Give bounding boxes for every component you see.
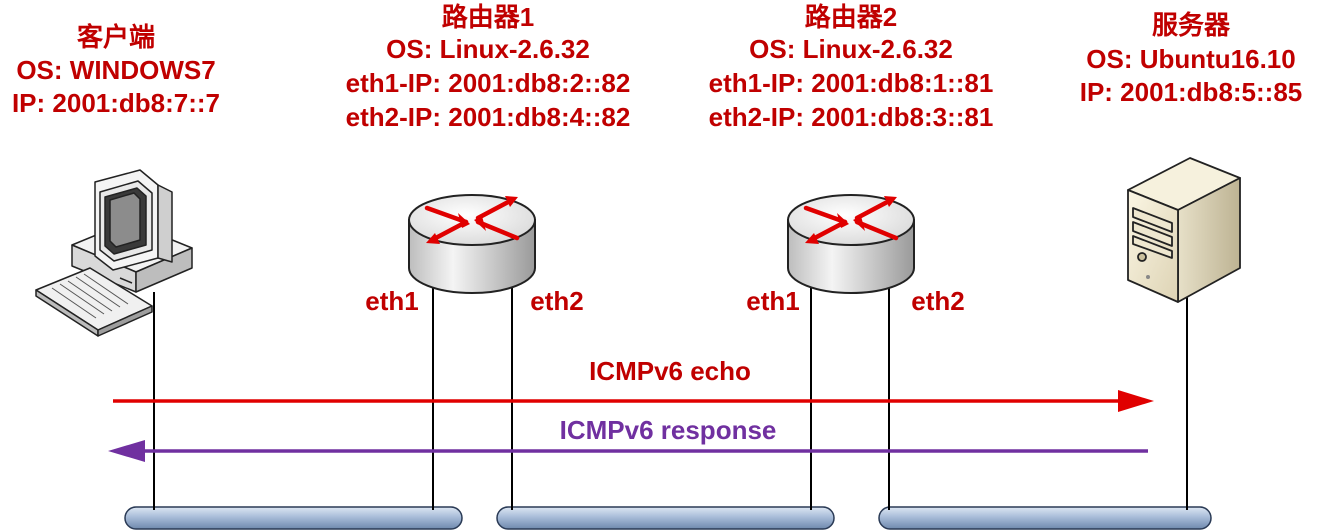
server-os: OS: Ubuntu16.10 [1086,44,1295,74]
bus-segments [124,506,1212,530]
server-ip: IP: 2001:db8:5::85 [1080,77,1303,107]
router-icon [408,194,536,294]
router1-os: OS: Linux-2.6.32 [386,34,590,64]
router1-name: 路由器1 [442,2,534,32]
router1-eth1-ip: eth1-IP: 2001:db8:2::82 [346,68,631,98]
echo-arrow [113,390,1154,412]
response-arrow [108,440,1148,462]
router1-eth1-label: eth1 [365,286,418,316]
router1-eth2-label: eth2 [530,286,583,316]
response-label: ICMPv6 response [560,415,777,445]
bus-segment-right [878,506,1212,530]
bus-segment-left [124,506,463,530]
router2-name: 路由器2 [805,2,897,32]
echo-label: ICMPv6 echo [589,356,751,386]
router1-eth2-ip: eth2-IP: 2001:db8:4::82 [346,102,631,132]
client-name: 客户端 [77,22,155,52]
client-os: OS: WINDOWS7 [16,55,215,85]
router2-os: OS: Linux-2.6.32 [749,34,953,64]
router2-eth1-ip: eth1-IP: 2001:db8:1::81 [709,68,994,98]
drop-lines [153,282,1188,510]
server-tower-icon [1127,157,1241,303]
router2-eth1-label: eth1 [746,286,799,316]
desktop-computer-icon [35,169,193,337]
router2-eth2-label: eth2 [911,286,964,316]
bus-segment-middle [496,506,835,530]
router-icon [787,194,915,294]
server-name: 服务器 [1152,10,1231,40]
client-ip: IP: 2001:db8:7::7 [12,88,220,118]
router2-eth2-ip: eth2-IP: 2001:db8:3::81 [709,102,994,132]
